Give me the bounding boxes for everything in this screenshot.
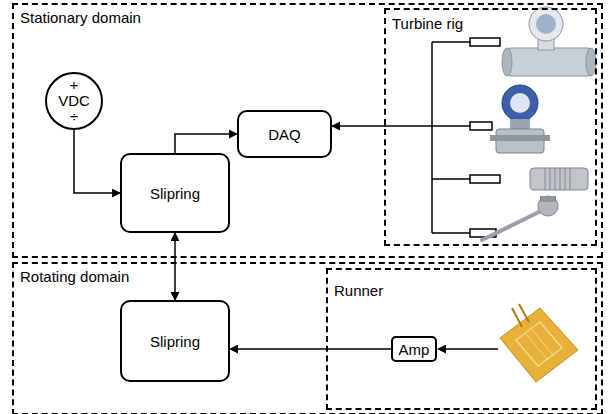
signal-connector: [332, 125, 385, 127]
load-cell: [530, 168, 588, 190]
domain-region: Rotating domainRunnerAmpSlipring: [12, 262, 603, 414]
node-label: ÷: [70, 109, 78, 125]
node-label: DAQ: [268, 126, 301, 143]
node-label: Slipring: [150, 333, 200, 350]
strain-gauge: [500, 304, 578, 382]
voltage-source: +VDC÷: [45, 72, 103, 130]
slipring-box: Slipring: [120, 300, 230, 382]
rig-region: Turbine rig: [384, 8, 597, 246]
region-heading: Runner: [334, 282, 383, 299]
node-label: +: [70, 77, 79, 93]
slipring-box: Slipring: [120, 153, 230, 233]
signal-connector: [175, 134, 237, 153]
runner-region: RunnerAmp: [326, 268, 597, 410]
node-label: Amp: [399, 341, 430, 358]
signal-connector: [230, 348, 391, 350]
region-heading: Stationary domain: [20, 9, 141, 26]
flow-meter: [502, 7, 596, 76]
gauge-signal-arrow: [438, 348, 498, 350]
temperature-sensor: [482, 196, 558, 240]
node-label: Slipring: [150, 185, 200, 202]
region-heading: Turbine rig: [392, 15, 463, 32]
domain-region: Stationary domain Turbine rig +VDC÷ DAQ Slip…: [12, 3, 603, 258]
signal-connector: [74, 130, 120, 193]
pressure-transmitter: [490, 85, 550, 153]
signal-connector: [174, 233, 176, 300]
sensor-bus: [384, 38, 500, 237]
region-heading: Rotating domain: [20, 268, 129, 285]
daq-box: DAQ: [237, 110, 332, 158]
amplifier-box: Amp: [391, 336, 437, 362]
node-label: VDC: [58, 93, 90, 109]
